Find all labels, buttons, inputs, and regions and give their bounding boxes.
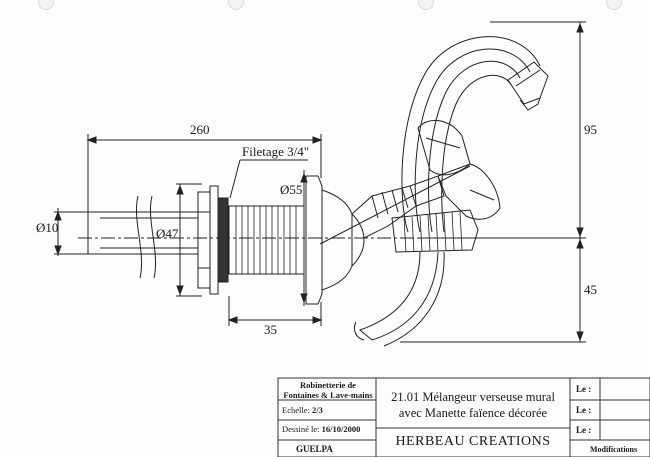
dimension-label-thread: Filetage 3/4" bbox=[242, 144, 310, 159]
revision-label-3: Le : bbox=[576, 425, 592, 435]
valve-cartridge bbox=[319, 165, 471, 245]
title-block-category: Robinetterie de Fontaines & Lave-mains bbox=[283, 380, 373, 400]
dimension-vertical bbox=[400, 21, 586, 343]
wall-flange bbox=[197, 185, 229, 295]
title-block-modifications: Modifications bbox=[590, 445, 638, 454]
dimension-label-diameter-10: Ø10 bbox=[36, 220, 59, 235]
spout bbox=[401, 36, 549, 233]
dimension-diameter-10 bbox=[54, 208, 100, 256]
drawn-label: Dessiné le: bbox=[282, 424, 320, 434]
dimension-label-diameter-55: Ø55 bbox=[280, 182, 303, 197]
dimension-label-260: 260 bbox=[190, 122, 210, 137]
title-block-frame bbox=[277, 377, 650, 457]
spout-lower bbox=[353, 251, 445, 347]
dimension-label-95: 95 bbox=[584, 122, 597, 137]
title-block-title-line2: avec Manette faïence décorée bbox=[398, 406, 548, 420]
thread-leader bbox=[229, 159, 308, 199]
revision-label-2: Le : bbox=[576, 405, 592, 415]
scale-value: 2/3 bbox=[311, 405, 323, 415]
rosette bbox=[305, 175, 365, 305]
inlet-pipe bbox=[87, 195, 198, 279]
drawn-value: 16/10/2000 bbox=[321, 424, 361, 434]
mixer-body bbox=[391, 209, 479, 253]
title-block-author: GUELPA bbox=[296, 444, 333, 454]
title-block-company: HERBEAU CREATIONS bbox=[395, 434, 551, 449]
dimension-label-45: 45 bbox=[584, 282, 597, 297]
dimension-35-line bbox=[227, 296, 323, 326]
dimension-260-line bbox=[86, 134, 323, 212]
dimension-diameter-47 bbox=[176, 183, 202, 297]
threaded-body bbox=[228, 205, 305, 275]
title-block-title-line1: 21.01 Mélangeur verseuse mural bbox=[391, 390, 555, 404]
title-block-scale: Echelle: 2/3 bbox=[282, 405, 323, 415]
dimension-label-diameter-47: Ø47 bbox=[156, 226, 179, 241]
revision-label-1: Le : bbox=[576, 384, 592, 394]
scale-label: Echelle: bbox=[282, 405, 310, 415]
dimension-label-35: 35 bbox=[264, 322, 277, 337]
title-block-drawn-date: Dessiné le: 16/10/2000 bbox=[282, 424, 360, 434]
ceramic-handle bbox=[417, 120, 501, 220]
